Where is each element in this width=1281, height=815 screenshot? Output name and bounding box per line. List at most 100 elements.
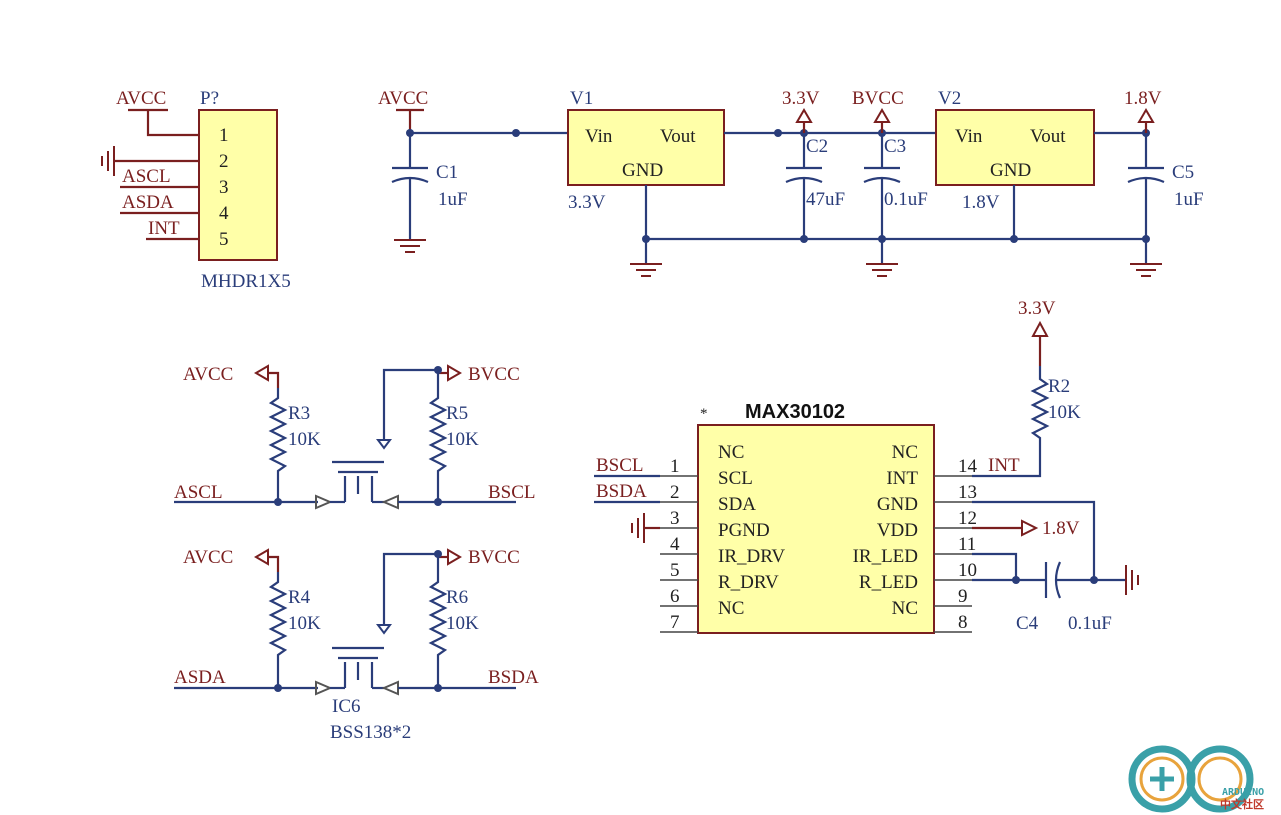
chip-left-pin-name: IR_DRV xyxy=(718,546,785,567)
chip-left-pin-num: 6 xyxy=(670,586,680,607)
chip-right-pin-num: 13 xyxy=(958,482,977,503)
chip-left-pin-num: 7 xyxy=(670,612,680,633)
connector-pin-2: 2 xyxy=(219,151,229,172)
chip-left-pin-name: SDA xyxy=(718,494,756,515)
resistor-r6: R6 10K xyxy=(428,554,479,688)
ic6-value: BSS138*2 xyxy=(330,722,411,743)
capacitor-c2: C2 47uF xyxy=(785,133,845,239)
chip-right-pin-num: 10 xyxy=(958,560,977,581)
net-avcc-power: AVCC xyxy=(378,88,428,109)
c2-ref: C2 xyxy=(806,136,828,157)
chip-pins: 1NC2SCL3SDA4PGND5IR_DRV6R_DRV7NC14NC13IN… xyxy=(660,442,978,633)
c1-ref: C1 xyxy=(436,162,458,183)
net-bvcc-ls1: BVCC xyxy=(468,364,520,385)
v1-pin-vin: Vin xyxy=(585,126,613,147)
ic6-ref: IC6 xyxy=(332,696,361,717)
connector-pin-5: 5 xyxy=(219,229,229,250)
r3-ref: R3 xyxy=(288,403,310,424)
chip-left-pin-num: 4 xyxy=(670,534,680,555)
chip-right-pin-name: R_LED xyxy=(859,572,918,593)
v2-pin-vin: Vin xyxy=(955,126,983,147)
resistor-r2: R2 10K xyxy=(1030,366,1081,450)
chip-left-pin-name: NC xyxy=(718,598,744,619)
chip-left-pin-num: 3 xyxy=(670,508,680,529)
chip-right-pin-num: 9 xyxy=(958,586,968,607)
connector-pin-1: 1 xyxy=(219,125,229,146)
resistor-r5: R5 10K xyxy=(428,370,479,502)
v1-pin-gnd: GND xyxy=(622,160,663,181)
connector-pin-3: 3 xyxy=(219,177,229,198)
logo-subtext: 中文社区 xyxy=(1220,797,1264,811)
c1-value: 1uF xyxy=(438,189,468,210)
c3-ref: C3 xyxy=(884,136,906,157)
resistor-r4: R4 10K xyxy=(268,572,321,688)
net-bsda-ls: BSDA xyxy=(488,667,539,688)
r2-value: 10K xyxy=(1048,402,1081,423)
net-ascl-ls: ASCL xyxy=(174,482,223,503)
power-arrow-1v8 xyxy=(1137,108,1155,123)
connector-body xyxy=(198,109,278,261)
chip-left-pin-name: PGND xyxy=(718,520,770,541)
v2-value: 1.8V xyxy=(962,192,1000,213)
avcc-wire xyxy=(146,110,199,137)
net-3v3-power: 3.3V xyxy=(782,88,820,109)
net-avcc-ls1: AVCC xyxy=(183,364,233,385)
capacitor-c4: C4 0.1uF xyxy=(1016,561,1126,634)
c4-ref: C4 xyxy=(1016,613,1039,634)
capacitor-c1: C1 1uF xyxy=(391,133,468,253)
connector-p: AVCC P? ASCL ASDA INT 1 2 3 4 5 MHDR1X5 xyxy=(101,88,291,292)
chip-right-pin-name: IR_LED xyxy=(853,546,918,567)
ground-symbol-chip xyxy=(1125,565,1139,595)
net-int-chip: INT xyxy=(988,455,1020,476)
net-1v8-power: 1.8V xyxy=(1124,88,1162,109)
chip-right-pin-num: 14 xyxy=(958,456,978,477)
chip-right-pin-num: 11 xyxy=(958,534,976,555)
net-asda-ls: ASDA xyxy=(174,667,226,688)
max30102-chip: * MAX30102 1NC2SCL3SDA4PGND5IR_DRV6R_DRV… xyxy=(594,298,1139,634)
net-bvcc-power: BVCC xyxy=(852,88,904,109)
logo-text: ARDUINO xyxy=(1222,787,1264,798)
net-avcc-ls2: AVCC xyxy=(183,547,233,568)
c5-value: 1uF xyxy=(1174,189,1204,210)
power-arrow-3v3 xyxy=(795,108,813,123)
chip-right-pin-name: GND xyxy=(877,494,918,515)
chip-marker: * xyxy=(700,406,708,422)
chip-right-pin-name: NC xyxy=(892,442,918,463)
net-bvcc-ls2: BVCC xyxy=(468,547,520,568)
r3-value: 10K xyxy=(288,429,321,450)
v2-pin-gnd: GND xyxy=(990,160,1031,181)
chip-body xyxy=(697,424,935,634)
net-int-connector: INT xyxy=(148,218,180,239)
chip-right-pin-name: NC xyxy=(892,598,918,619)
r5-ref: R5 xyxy=(446,403,468,424)
power-section: AVCC C1 1uF V1 Vin Vout GND 3.3V xyxy=(378,88,1204,277)
net-asda-connector: ASDA xyxy=(122,192,174,213)
chip-right-pin-name: VDD xyxy=(877,520,918,541)
r5-value: 10K xyxy=(446,429,479,450)
chip-left-pin-name: NC xyxy=(718,442,744,463)
chip-right-pin-num: 12 xyxy=(958,508,977,529)
connector-pin-4: 4 xyxy=(219,203,229,224)
v1-pin-vout: Vout xyxy=(660,126,696,147)
resistor-r3: R3 10K xyxy=(268,388,321,502)
c4-value: 0.1uF xyxy=(1068,613,1112,634)
arduino-logo: ARDUINO 中文社区 xyxy=(1128,745,1264,813)
power-arrow-3v3-pullup xyxy=(1031,320,1049,337)
chip-title: MAX30102 xyxy=(745,401,845,423)
net-bsda-chip: BSDA xyxy=(596,481,647,502)
chip-left-pin-num: 5 xyxy=(670,560,680,581)
chip-left-pin-num: 1 xyxy=(670,456,680,477)
regulator-v2: V2 Vin Vout GND 1.8V xyxy=(935,88,1095,239)
r6-value: 10K xyxy=(446,613,479,634)
chip-left-pin-name: R_DRV xyxy=(718,572,779,593)
capacitor-c5: C5 1uF xyxy=(1127,133,1204,277)
mosfet-q1 xyxy=(332,439,392,502)
v1-ref: V1 xyxy=(570,88,593,109)
mosfet-q2 xyxy=(332,624,392,688)
v2-pin-vout: Vout xyxy=(1030,126,1066,147)
r4-value: 10K xyxy=(288,613,321,634)
c2-value: 47uF xyxy=(806,189,845,210)
capacitor-c3: C3 0.1uF xyxy=(863,133,928,277)
c5-ref: C5 xyxy=(1172,162,1194,183)
